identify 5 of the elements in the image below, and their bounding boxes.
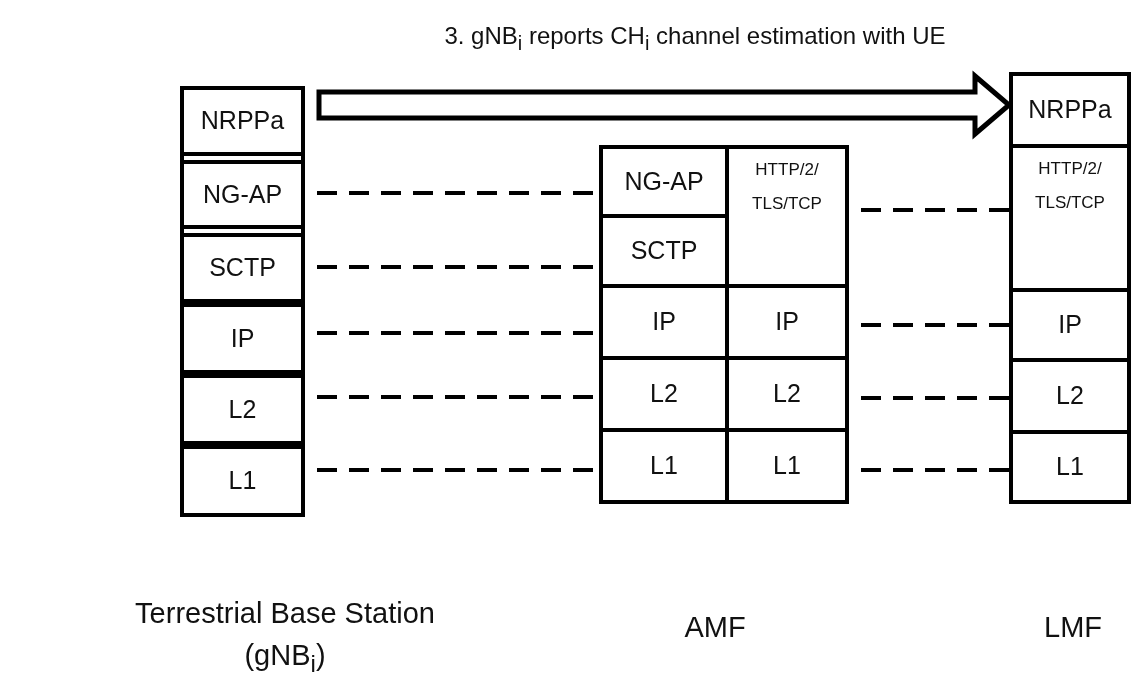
stack-caption: AMF [683,610,747,645]
protocol-stack-box [180,86,305,517]
diagram-title: 3. gNB$_{i}$ reports CH$_{i}$ channel estimation with UE [443,22,947,55]
stack-caption: Terrestrial Base Station (gNB$_{i}$) [134,596,436,679]
stack-caption: LMF [1043,610,1103,645]
